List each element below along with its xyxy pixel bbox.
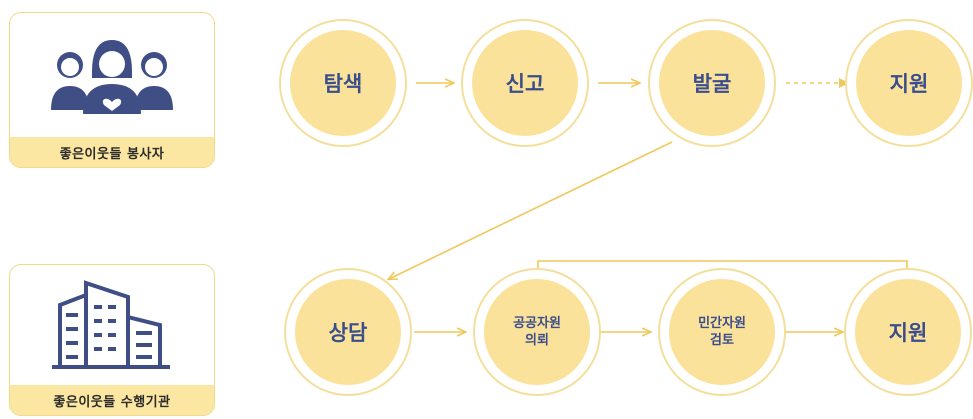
node-label-private-resource: 민간자원 검토 <box>669 279 775 385</box>
arrow-discover-to-counsel <box>389 141 673 279</box>
volunteers-icon-wrap <box>10 13 214 137</box>
flow-node-private-resource: 민간자원 검토 <box>658 268 786 396</box>
flow-node-support-top: 지원 <box>845 19 973 147</box>
agency-role-label: 좋은이웃들 수행기관 <box>10 385 214 415</box>
volunteer-role-label: 좋은이웃들 봉사자 <box>10 137 214 167</box>
building-icon <box>52 280 170 369</box>
flow-node-support-bottom: 지원 <box>844 268 972 396</box>
flow-node-counsel: 상담 <box>284 268 412 396</box>
agency-icon-wrap <box>10 265 214 385</box>
node-label-discover: 발굴 <box>659 30 765 136</box>
node-label-report: 신고 <box>472 30 578 136</box>
flow-node-report: 신고 <box>461 19 589 147</box>
node-label-counsel: 상담 <box>295 279 401 385</box>
flow-node-explore: 탐색 <box>279 19 407 147</box>
flow-node-public-resource: 공공자원 의뢰 <box>473 268 601 396</box>
volunteers-group-icon <box>51 40 173 114</box>
node-label-public-resource: 공공자원 의뢰 <box>484 279 590 385</box>
node-label-explore: 탐색 <box>290 30 396 136</box>
flow-node-discover: 발굴 <box>648 19 776 147</box>
volunteer-role-card: 좋은이웃들 봉사자 <box>9 12 215 168</box>
node-label-support-bottom: 지원 <box>855 279 961 385</box>
node-label-support-top: 지원 <box>856 30 962 136</box>
agency-role-card: 좋은이웃들 수행기관 <box>9 264 215 416</box>
